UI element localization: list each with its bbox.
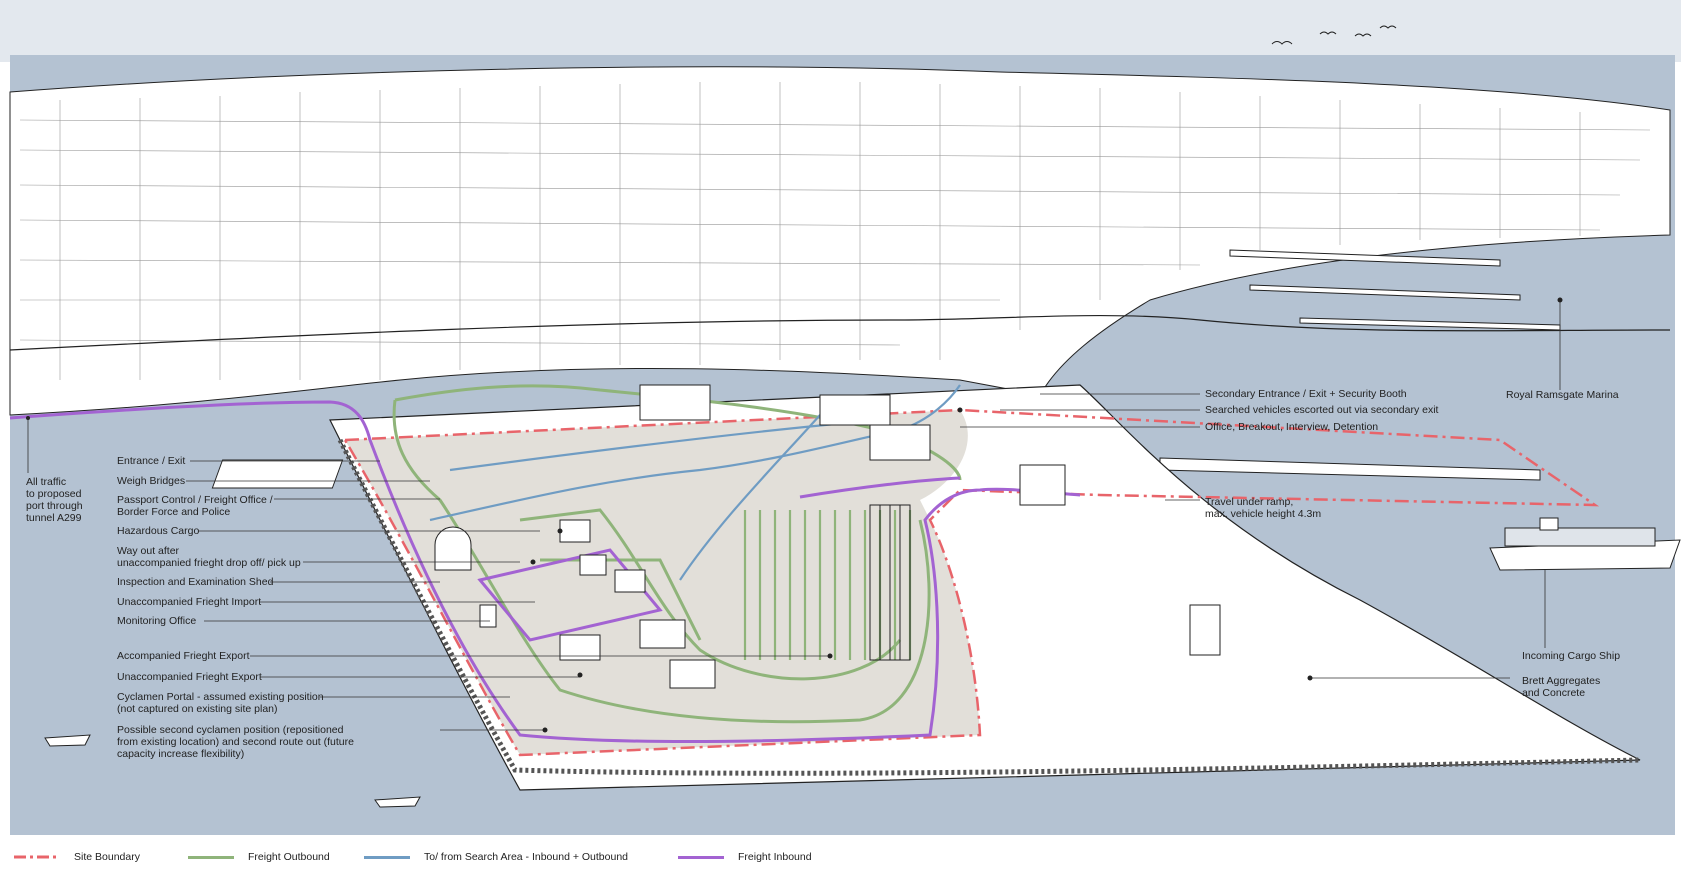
label-royal-marina: Royal Ramsgate Marina — [1506, 389, 1619, 401]
label-accompanied-export: Accompanied Frieght Export — [117, 650, 250, 662]
marina-pontoons — [1229, 249, 1561, 331]
legend-freight-inbound: Freight Inbound — [678, 847, 812, 867]
label-office-breakout: Office, Breakout, Interview, Detention — [1205, 421, 1379, 433]
label-brett-aggregates: Brett Aggregates and Concrete — [1522, 675, 1601, 699]
legend: Site Boundary Freight Outbound To/ from … — [0, 847, 1681, 867]
legend-swatch-search-area — [364, 855, 410, 859]
legend-swatch-site-boundary — [14, 855, 60, 859]
town-sketch — [19, 82, 1651, 380]
site-area — [345, 410, 980, 755]
label-inspection-shed: Inspection and Examination Shed — [117, 576, 274, 588]
sky — [0, 0, 1681, 62]
birds-icon — [1271, 25, 1397, 45]
label-weigh-bridges: Weigh Bridges — [117, 475, 186, 487]
rock-armour — [337, 438, 1641, 776]
container-ship-icon — [1489, 517, 1681, 571]
legend-label-site-boundary: Site Boundary — [74, 851, 140, 863]
legend-label-freight-inbound: Freight Inbound — [738, 851, 812, 863]
legend-label-freight-outbound: Freight Outbound — [248, 851, 330, 863]
legend-search-area: To/ from Search Area - Inbound + Outboun… — [364, 847, 628, 867]
label-cyclamen-portal: Cyclamen Portal - assumed existing posit… — [117, 691, 324, 715]
hgv-parking — [869, 504, 911, 661]
label-passport-control: Passport Control / Freight Office / Bord… — [117, 494, 273, 518]
label-secondary-entrance: Secondary Entrance / Exit + Security Boo… — [1205, 388, 1407, 400]
coastal-road — [9, 314, 1671, 351]
label-second-cyclamen: Possible second cyclamen position (repos… — [117, 724, 354, 760]
label-way-out: Way out after unaccompanied frieght drop… — [117, 545, 301, 569]
legend-swatch-freight-inbound — [678, 855, 724, 859]
legend-label-search-area: To/ from Search Area - Inbound + Outboun… — [424, 851, 629, 863]
label-unaccompanied-export: Unaccompanied Frieght Export — [117, 671, 262, 683]
label-monitoring-office: Monitoring Office — [117, 615, 197, 627]
leader-dots — [26, 297, 1563, 733]
label-entrance-exit: Entrance / Exit — [117, 455, 186, 467]
freight-inbound-routes — [9, 400, 1081, 743]
legend-swatch-freight-outbound — [188, 855, 234, 859]
label-searched-vehicles: Searched vehicles escorted out via secon… — [1205, 404, 1439, 416]
site-boundary-line — [343, 408, 1600, 757]
label-travel-under-ramp: Travel under ramp, max. vehicle height 4… — [1205, 496, 1322, 520]
legend-site-boundary: Site Boundary — [14, 847, 140, 867]
parking-bays — [743, 510, 912, 660]
legend-freight-outbound: Freight Outbound — [188, 847, 330, 867]
label-incoming-ship: Incoming Cargo Ship — [1522, 650, 1621, 662]
boat-icon — [44, 734, 421, 808]
leader-lines — [27, 300, 1561, 731]
label-all-traffic: All traffic to proposed port through tun… — [26, 476, 83, 524]
label-unaccompanied-import: Unaccompanied Frieght Import — [117, 596, 262, 608]
label-hazardous-cargo: Hazardous Cargo — [117, 525, 200, 537]
